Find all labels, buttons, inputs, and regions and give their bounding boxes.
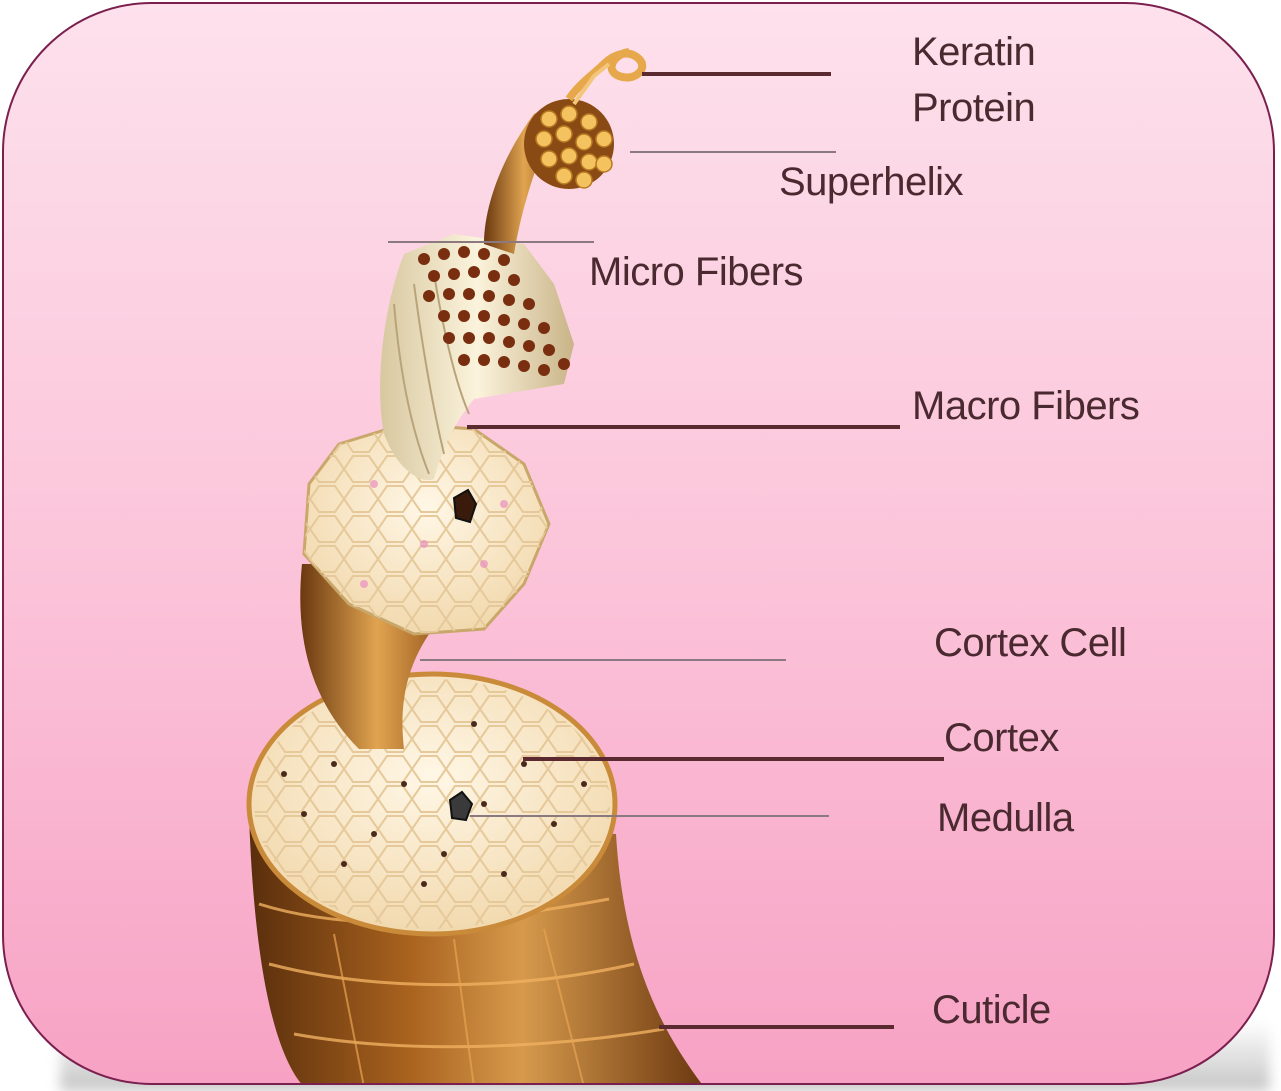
superhelix-bundle [484,99,614,254]
label-cuticle: Cuticle [932,986,1051,1034]
label-superhelix: Superhelix [779,158,963,206]
label-cortex: Cortex [944,714,1059,762]
label-keratin-line2: Protein [912,84,1035,132]
label-keratin-line1: Keratin [912,28,1035,76]
label-medulla: Medulla [937,794,1074,842]
cortex-cross-section [249,674,615,934]
keratin-helix [569,52,642,104]
label-cortex-cell: Cortex Cell [934,619,1126,667]
label-macro-fibers: Macro Fibers [912,382,1139,430]
hair-structure-illustration [4,4,1275,1085]
label-micro-fibers: Micro Fibers [589,248,803,296]
